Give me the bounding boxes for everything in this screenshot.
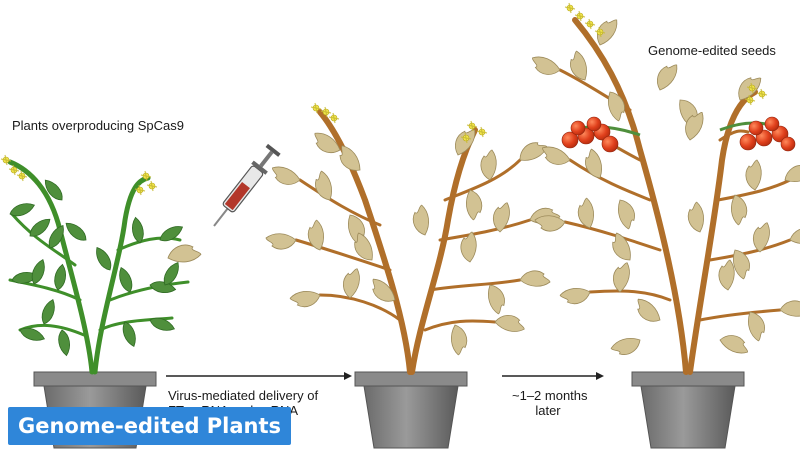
label-plants-overproducing: Plants overproducing SpCas9	[12, 118, 184, 133]
tan-leaves-2	[265, 124, 562, 357]
tomatoes-left	[561, 116, 619, 153]
green-leaves	[7, 176, 186, 357]
brown-stems-3	[558, 17, 792, 375]
tomatoes-right	[739, 116, 796, 152]
label-genome-edited-seeds: Genome-edited seeds	[648, 43, 776, 58]
caption-banner: Genome-edited Plants	[8, 407, 292, 445]
plant-treated	[265, 102, 562, 449]
syringe-icon	[213, 143, 281, 227]
label-time-line1: ~1–2 months	[512, 388, 588, 403]
label-time-line2: later	[535, 403, 561, 418]
pot-2	[354, 371, 468, 449]
arrow-time	[502, 372, 604, 380]
pot-3	[631, 371, 745, 449]
label-virus-delivery-line1: Virus-mediated delivery of	[168, 388, 319, 403]
tan-leaves-3	[528, 14, 800, 360]
arrow-delivery	[166, 372, 352, 380]
plant-genome-edited	[528, 2, 800, 449]
brown-stems-2	[294, 109, 532, 375]
injected-leaf	[165, 241, 203, 266]
